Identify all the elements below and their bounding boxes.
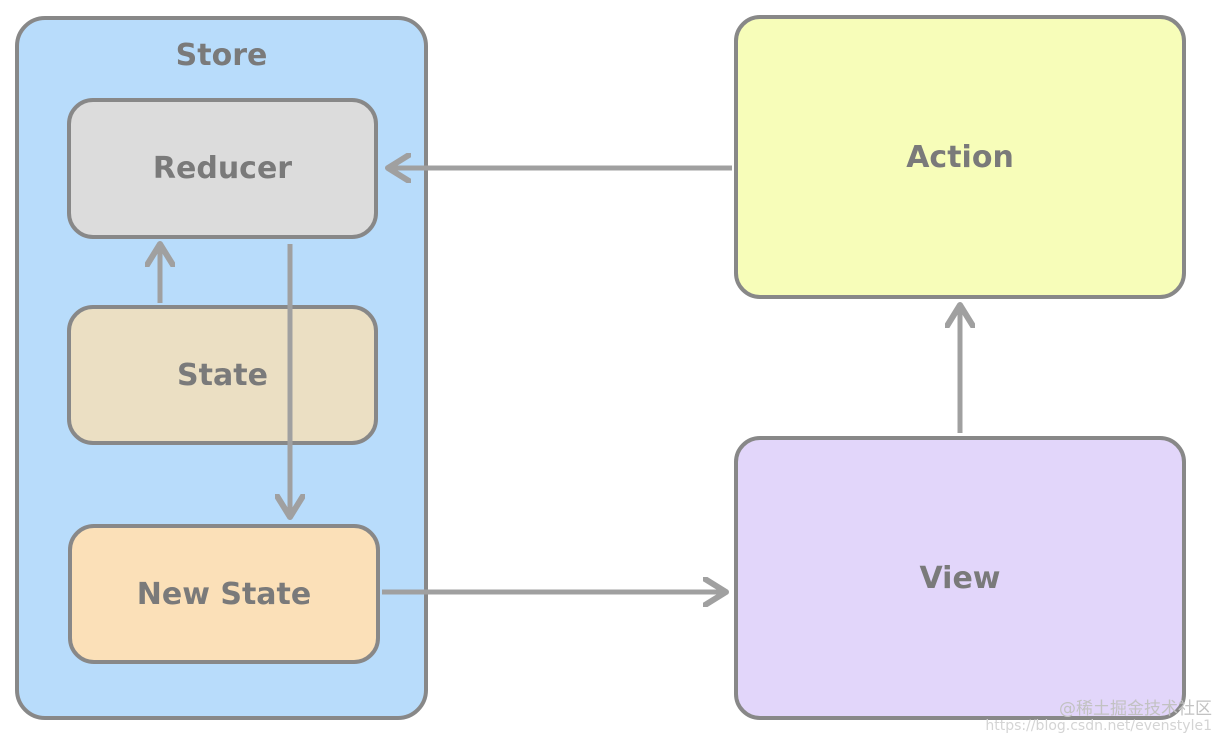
- reducer-label: Reducer: [152, 151, 293, 186]
- watermark-url: https://blog.csdn.net/evenstyle1: [985, 717, 1212, 734]
- new-state-label: New State: [136, 576, 312, 612]
- store-label: Store: [175, 38, 268, 73]
- new-state-node: New State: [68, 524, 380, 664]
- action-label: Action: [906, 139, 1014, 175]
- watermark-text: @稀土掘金技术社区: [1059, 698, 1212, 719]
- watermark: @稀土掘金技术社区 https://blog.csdn.net/evenstyl…: [985, 700, 1212, 734]
- state-label: State: [177, 357, 268, 393]
- action-node: Action: [734, 15, 1186, 299]
- view-label: View: [919, 560, 1001, 596]
- state-node: State: [67, 305, 378, 445]
- view-node: View: [734, 436, 1186, 720]
- reducer-node: Reducer: [67, 98, 378, 239]
